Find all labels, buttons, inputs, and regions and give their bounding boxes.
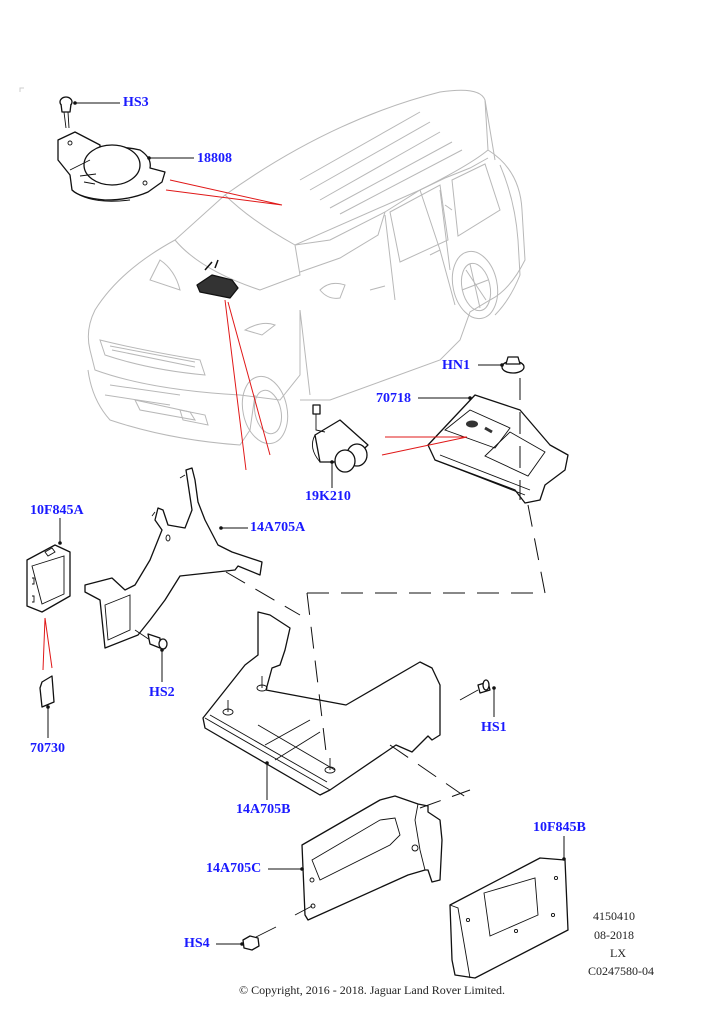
- pointer-10f845a: [42, 617, 53, 671]
- callout-14a705a[interactable]: 14A705A: [250, 520, 306, 535]
- diagram-number: 4150410: [593, 909, 635, 923]
- part-hs4-bolt: [242, 926, 277, 951]
- part-70718-module: [427, 394, 569, 504]
- part-14a705c-bracket: [294, 795, 443, 921]
- part-18808-sensor: [57, 131, 166, 202]
- callout-hs3[interactable]: HS3: [123, 95, 149, 110]
- callout-hs1[interactable]: HS1: [481, 720, 507, 735]
- callout-hs4[interactable]: HS4: [184, 936, 210, 951]
- callout-18808[interactable]: 18808: [197, 151, 232, 166]
- part-hs3-bolt: [59, 96, 73, 129]
- pointer-module: [224, 299, 271, 471]
- part-14a705a-bracket: [84, 467, 263, 649]
- callout-10f845b[interactable]: 10F845B: [533, 820, 586, 835]
- part-19k210-battery: [311, 404, 369, 473]
- part-10f845a-module: [26, 544, 71, 613]
- part-hs2-bolt: [134, 629, 168, 650]
- callout-70730[interactable]: 70730: [30, 741, 65, 756]
- part-hs1-bolt: [459, 679, 491, 701]
- part-70730-pad: [39, 675, 55, 708]
- part-hn1-nut: [501, 356, 525, 374]
- assembly-guide-lines: [225, 378, 546, 809]
- callout-14a705c[interactable]: 14A705C: [206, 861, 262, 876]
- callout-10f845a[interactable]: 10F845A: [30, 503, 84, 518]
- illustration-id: C0247580-04: [588, 964, 654, 978]
- model-code: LX: [610, 946, 626, 960]
- copyright-notice: © Copyright, 2016 - 2018. Jaguar Land Ro…: [238, 983, 506, 997]
- part-14a705b-tray: [202, 611, 441, 796]
- callout-14a705b[interactable]: 14A705B: [236, 802, 291, 817]
- callout-70718[interactable]: 70718: [376, 391, 411, 406]
- pointer-70718: [381, 436, 468, 456]
- registration-mark: [19, 87, 24, 92]
- pointer-18808: [165, 179, 283, 206]
- part-10f845b-module: [449, 857, 569, 979]
- callout-19k210[interactable]: 19K210: [305, 489, 351, 504]
- callout-hs2[interactable]: HS2: [149, 685, 175, 700]
- diagram-date: 08-2018: [594, 928, 634, 942]
- vehicle-outline: [87, 89, 526, 446]
- windshield-module: [196, 259, 239, 299]
- callout-hn1[interactable]: HN1: [442, 358, 470, 373]
